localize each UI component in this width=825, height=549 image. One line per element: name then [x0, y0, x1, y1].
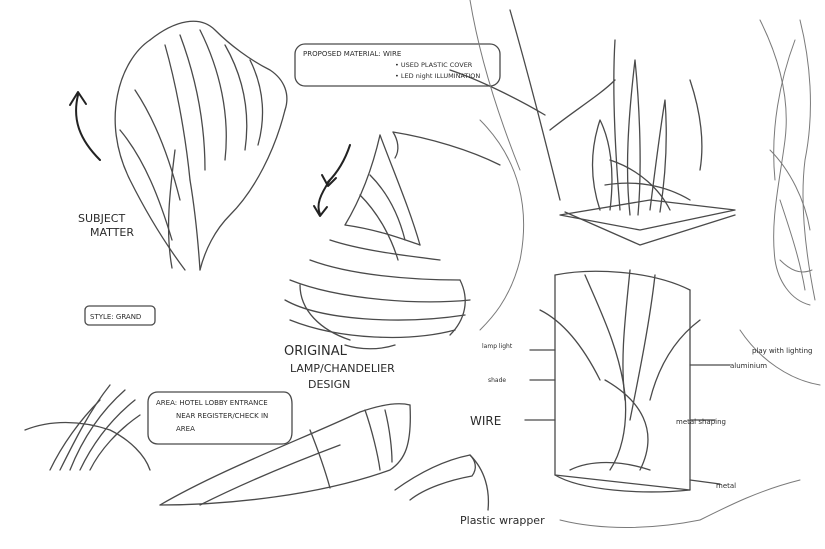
original-label-line2: LAMP/CHANDELIER [290, 362, 395, 375]
original-label-line3: DESIGN [308, 378, 350, 391]
text-labels: PROPOSED MATERIAL: WIRE • USED PLASTIC C… [78, 50, 812, 527]
area-label-line1: AREA: HOTEL LOBBY ENTRANCE [156, 399, 268, 407]
connecting-curves [470, 0, 820, 528]
area-label-line3: AREA [176, 425, 195, 433]
proposed-material-title: PROPOSED MATERIAL: WIRE [303, 50, 401, 58]
metal-label: metal [716, 482, 736, 490]
subject-label-line2: MATTER [90, 226, 134, 239]
bottom-leaf-sketch [25, 385, 150, 470]
play-lighting-label: play with lighting [752, 347, 812, 355]
far-right-column-sketch [760, 20, 815, 305]
shade-label: shade [488, 377, 506, 384]
subject-label-line1: SUBJECT [78, 212, 125, 225]
subject-arrow [70, 92, 100, 160]
original-lamp-sketch [285, 132, 500, 349]
lamp-light-label: lamp light [482, 343, 513, 350]
original-label-line1: ORIGINAL [284, 344, 348, 359]
proposed-material-item1: • USED PLASTIC COVER [395, 61, 473, 69]
right-lamp-bottom-sketch [525, 270, 730, 492]
metal-shaping-label: metal shaping [676, 418, 726, 426]
right-lamp-top-sketch [450, 10, 735, 245]
proposed-material-item2: • LED night ILLUMINATION [395, 72, 480, 80]
aluminium-label: aluminium [730, 362, 767, 370]
style-label: STYLE: GRAND [90, 313, 141, 321]
area-label-line2: NEAR REGISTER/CHECK IN [176, 412, 268, 420]
plastic-wrapper-sketch [395, 455, 488, 510]
wire-label: WIRE [470, 414, 501, 428]
subject-leaf-sketch [115, 21, 287, 270]
original-lamp-arrows [314, 145, 350, 216]
plastic-wrapper-label: Plastic wrapper [460, 514, 545, 527]
